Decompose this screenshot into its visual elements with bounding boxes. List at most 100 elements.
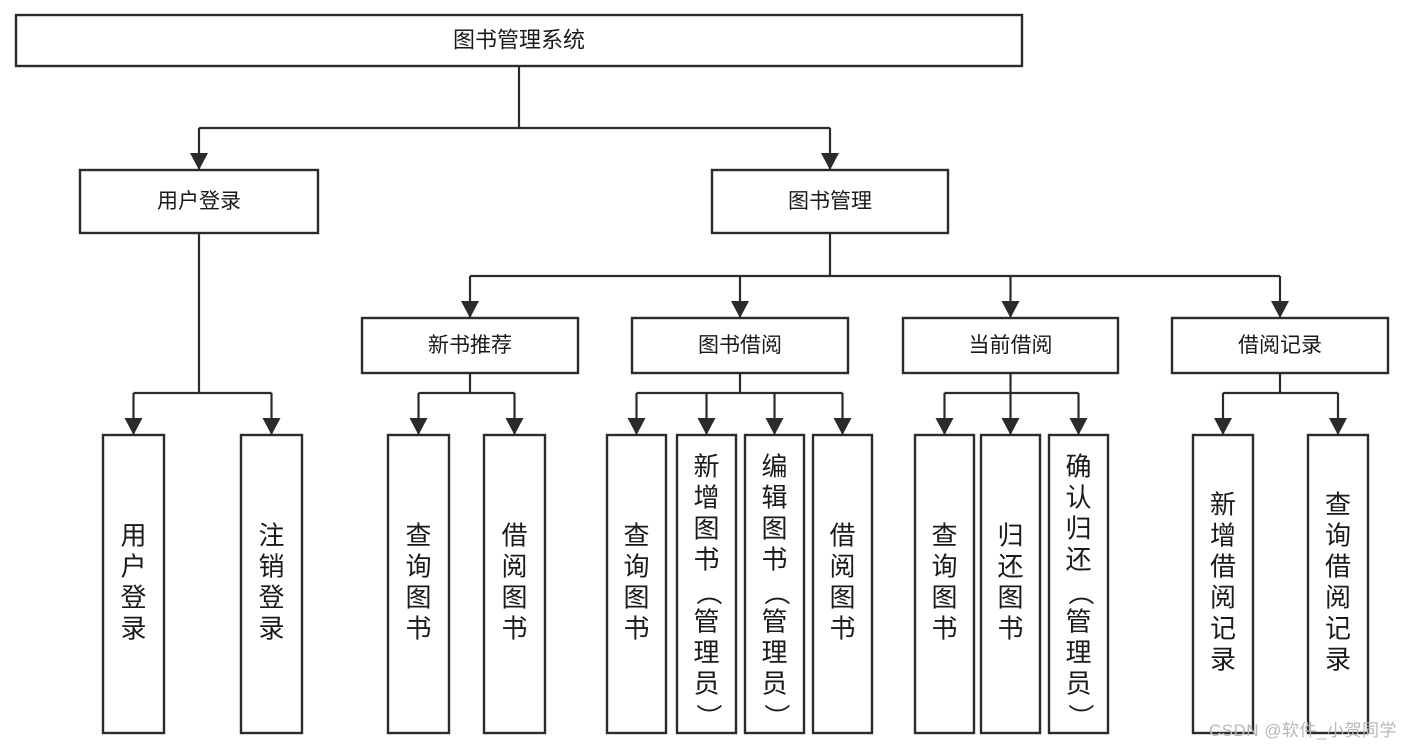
node-current-borrow[interactable]: 当前借阅 bbox=[901, 316, 1120, 375]
arrow-head-icon bbox=[409, 418, 428, 435]
node-user-login[interactable]: 用户登录 bbox=[78, 168, 320, 235]
arrow-head-icon bbox=[1214, 418, 1232, 435]
node-label-char: 询 bbox=[1325, 520, 1351, 550]
node-label-char: 图 bbox=[623, 582, 649, 612]
node-label-char: 借 bbox=[501, 520, 527, 550]
arrow-head-icon bbox=[935, 418, 954, 435]
node-label-char: 辑 bbox=[761, 482, 787, 512]
node-label-char: 理 bbox=[693, 637, 719, 667]
node-label-char: 登 bbox=[258, 582, 284, 612]
node-box-leaf-edit-book bbox=[743, 433, 806, 735]
node-label-char: 员 bbox=[1065, 668, 1091, 698]
node-label-char: 用 bbox=[120, 520, 146, 550]
node-label-char: （ bbox=[762, 579, 792, 605]
node-label-char: 书 bbox=[405, 613, 431, 643]
node-label-char: 图 bbox=[761, 513, 787, 543]
arrow-head-icon bbox=[262, 418, 281, 435]
node-label-char: 销 bbox=[258, 551, 284, 581]
node-label-char: 图 bbox=[693, 513, 719, 543]
nodes-layer: 图书管理系统用户登录图书管理新书推荐图书借阅当前借阅借阅记录用户登录注销登录查询… bbox=[14, 13, 1390, 735]
node-box-leaf-add-record bbox=[1191, 433, 1255, 735]
node-box-leaf-confirm-return bbox=[1047, 433, 1110, 735]
edge-group-borrow-records bbox=[1214, 373, 1347, 435]
node-label-char: 理 bbox=[761, 637, 787, 667]
node-label-char: 书 bbox=[829, 613, 855, 643]
node-label-char: 新 bbox=[1210, 489, 1236, 519]
node-label-char: 图 bbox=[405, 582, 431, 612]
node-label-char: 借 bbox=[829, 520, 855, 550]
node-borrow-records[interactable]: 借阅记录 bbox=[1170, 316, 1390, 375]
edges-layer bbox=[124, 66, 1347, 435]
node-label-char: 员 bbox=[761, 668, 787, 698]
node-box-book-borrow bbox=[630, 316, 850, 375]
node-label-book-manage: 图书管理 bbox=[788, 190, 872, 213]
node-root[interactable]: 图书管理系统 bbox=[14, 13, 1024, 68]
node-label-char: 增 bbox=[1210, 520, 1236, 550]
edge-group-new-book-rec bbox=[409, 373, 524, 435]
node-label-char: 认 bbox=[1065, 482, 1091, 512]
arrow-head-icon bbox=[627, 418, 646, 435]
node-label-char: 图 bbox=[501, 582, 527, 612]
node-book-borrow[interactable]: 图书借阅 bbox=[630, 316, 850, 375]
node-label-char: 归 bbox=[997, 520, 1023, 550]
node-box-leaf-logout bbox=[239, 433, 304, 735]
arrow-head-icon bbox=[697, 418, 716, 435]
edge-group-user-login bbox=[124, 233, 281, 435]
node-label-char: 户 bbox=[120, 551, 146, 581]
node-box-leaf-borrow-book-2 bbox=[811, 433, 874, 735]
node-label-char: 图 bbox=[997, 582, 1023, 612]
node-label-char: 新 bbox=[693, 451, 719, 481]
arrow-head-icon bbox=[1069, 418, 1088, 435]
node-label-current-borrow: 当前借阅 bbox=[969, 334, 1053, 357]
node-label-char: 询 bbox=[623, 551, 649, 581]
node-label-char: 阅 bbox=[829, 551, 855, 581]
node-label-char: 查 bbox=[1325, 489, 1351, 519]
node-label-char: 图 bbox=[931, 582, 957, 612]
node-label-char: 员 bbox=[693, 668, 719, 698]
arrow-head-icon bbox=[1271, 301, 1289, 318]
node-box-leaf-return-book bbox=[979, 433, 1042, 735]
node-label-char: 录 bbox=[1325, 644, 1351, 674]
node-label-char: 图 bbox=[829, 582, 855, 612]
node-label-char: 询 bbox=[405, 551, 431, 581]
node-label-char: 书 bbox=[501, 613, 527, 643]
node-label-char: 书 bbox=[761, 544, 787, 574]
node-label-char: 还 bbox=[997, 551, 1023, 581]
arrow-head-icon bbox=[833, 418, 852, 435]
node-new-book-rec[interactable]: 新书推荐 bbox=[360, 316, 580, 375]
node-box-leaf-query-record bbox=[1306, 433, 1370, 735]
edge-group-current-borrow bbox=[935, 373, 1088, 435]
node-label-user-login: 用户登录 bbox=[157, 190, 241, 213]
node-label-book-borrow: 图书借阅 bbox=[698, 334, 782, 357]
node-label-char: 借 bbox=[1210, 551, 1236, 581]
node-box-borrow-records bbox=[1170, 316, 1390, 375]
node-leaf-user-login[interactable]: 用户登录 bbox=[101, 433, 166, 735]
node-label-char: 注 bbox=[258, 520, 284, 550]
node-label-char: 书 bbox=[931, 613, 957, 643]
node-label-char: 记 bbox=[1210, 613, 1236, 643]
arrow-head-icon bbox=[461, 301, 479, 318]
node-label-char: ） bbox=[694, 703, 724, 729]
node-label-char: 增 bbox=[693, 482, 719, 512]
node-label-char: 阅 bbox=[501, 551, 527, 581]
node-book-manage[interactable]: 图书管理 bbox=[710, 168, 950, 235]
node-label-char: 理 bbox=[1065, 637, 1091, 667]
node-label-new-book-rec: 新书推荐 bbox=[428, 334, 512, 357]
node-box-leaf-user-login bbox=[101, 433, 166, 735]
node-label-char: 归 bbox=[1065, 513, 1091, 543]
node-label-char: ） bbox=[1066, 703, 1096, 729]
node-label-char: （ bbox=[1066, 579, 1096, 605]
